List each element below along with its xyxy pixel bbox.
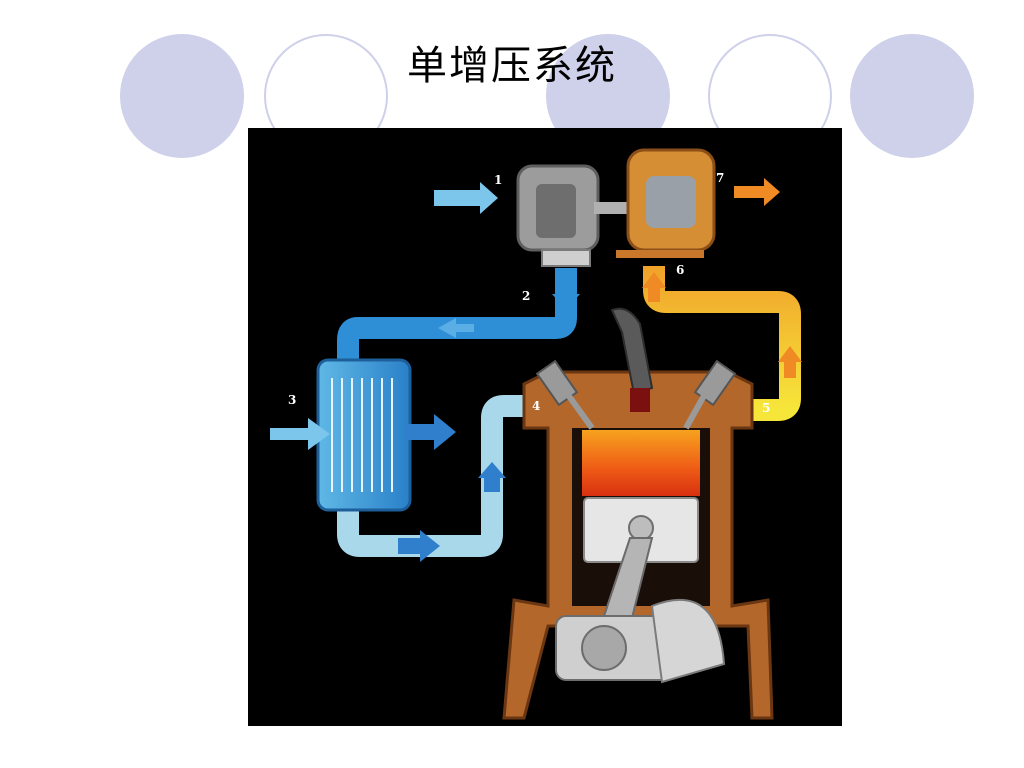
decor-circle-1 — [120, 34, 244, 158]
label-7: 7 — [716, 171, 724, 185]
turbine-wheel — [646, 176, 696, 228]
label-2: 2 — [522, 289, 530, 303]
turbine-flange — [616, 250, 704, 258]
injector-nozzle — [630, 388, 650, 412]
piston-pin — [628, 515, 654, 541]
compressor-outlet — [541, 249, 591, 267]
crank-pin — [581, 625, 627, 671]
arrow-exhaust-out — [734, 178, 780, 206]
intake-pipe — [337, 268, 577, 360]
flow-arrows — [270, 178, 802, 562]
exhaust-valve — [683, 359, 737, 430]
label-3: 3 — [288, 393, 296, 407]
intake-valve — [535, 359, 595, 430]
intercooler-fins — [331, 378, 393, 492]
turbo-shaft — [594, 202, 632, 214]
decor-circle-5 — [850, 34, 974, 158]
arrow-left-pipe — [438, 318, 474, 338]
arrow-up-exhaust — [778, 346, 802, 378]
compressor-wheel — [536, 184, 576, 238]
label-1: 1 — [494, 173, 502, 187]
arrow-up-cooled — [478, 462, 506, 492]
cooled-intake-pipe — [337, 395, 546, 557]
arrow-cooler-out — [406, 414, 456, 450]
turbo-diagram: 1 2 3 4 5 6 7 — [248, 128, 842, 726]
arrow-down-2 — [552, 280, 580, 310]
label-5: 5 — [762, 401, 770, 415]
combustion-chamber — [582, 430, 700, 496]
label-4: 4 — [532, 399, 540, 413]
arrow-cooling-air-in — [270, 418, 330, 450]
arrow-right-cooled — [398, 530, 440, 562]
label-6: 6 — [676, 263, 684, 277]
turbo-diagram-svg: 1 2 3 4 5 6 7 — [270, 148, 802, 720]
arrow-up-turbine — [642, 272, 666, 302]
crank-counterweight — [650, 598, 726, 684]
slide-title: 单增压系统 — [407, 43, 617, 89]
arrow-air-in — [434, 182, 498, 214]
